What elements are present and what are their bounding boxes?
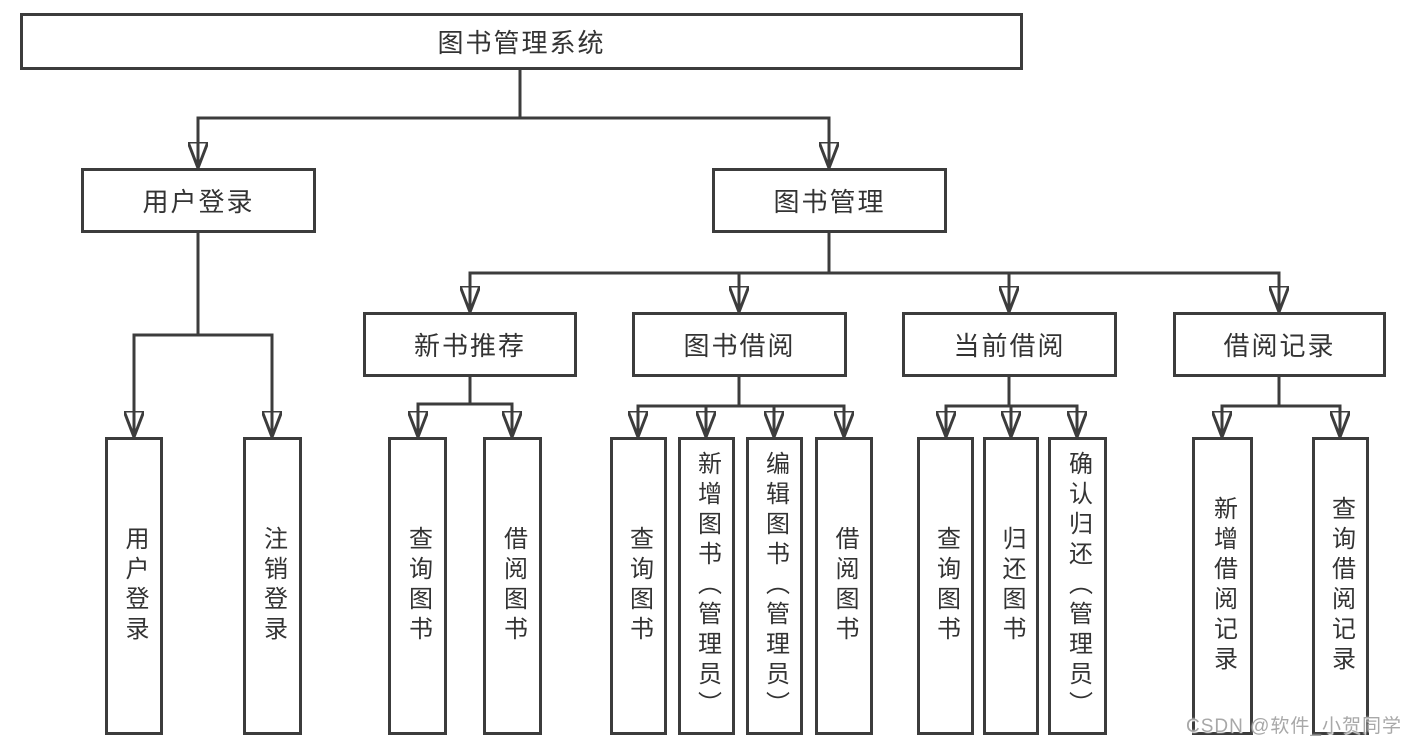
node-label: 确认归还（管理员）	[1064, 451, 1092, 721]
node-book-management: 图书管理	[712, 168, 947, 233]
node-label: 查询图书	[404, 526, 432, 646]
node-label: 查询图书	[932, 526, 960, 646]
node-label: 借阅图书	[831, 526, 858, 646]
node-user-login: 用户登录	[81, 168, 316, 233]
leaf-query-books-borrow: 查询图书	[610, 437, 667, 735]
node-book-borrow: 图书借阅	[632, 312, 847, 377]
connectors-root	[198, 68, 829, 170]
connectors-current-borrow	[946, 375, 1077, 439]
leaf-add-borrow-record: 新增借阅记录	[1192, 437, 1253, 735]
leaf-query-books-current: 查询图书	[917, 437, 974, 735]
node-borrow-records: 借阅记录	[1173, 312, 1386, 377]
connectors-book-management	[470, 231, 1279, 314]
node-label: 新增图书（管理员）	[693, 451, 721, 721]
node-label: 用户登录	[142, 187, 255, 217]
node-label: 查询图书	[625, 526, 653, 646]
leaf-edit-books-admin: 编辑图书（管理员）	[746, 437, 803, 735]
leaf-logout: 注销登录	[243, 437, 302, 735]
leaf-query-borrow-record: 查询借阅记录	[1312, 437, 1369, 735]
leaf-add-books-admin: 新增图书（管理员）	[678, 437, 735, 735]
node-label: 借阅记录	[1223, 331, 1336, 361]
node-root-library-system: 图书管理系统	[20, 13, 1023, 70]
node-label: 新增借阅记录	[1209, 496, 1237, 676]
node-current-borrow: 当前借阅	[902, 312, 1117, 377]
leaf-user-login: 用户登录	[105, 437, 163, 735]
node-label: 用户登录	[121, 526, 148, 646]
node-label: 注销登录	[259, 526, 287, 646]
node-label: 新书推荐	[413, 331, 526, 361]
connectors-borrow-records	[1222, 375, 1340, 439]
node-label: 归还图书	[998, 526, 1025, 646]
node-label: 借阅图书	[499, 526, 527, 646]
node-label: 当前借阅	[953, 331, 1066, 361]
node-label: 图书管理系统	[437, 28, 606, 58]
node-label: 图书借阅	[683, 331, 796, 361]
leaf-borrow-books: 借阅图书	[815, 437, 873, 735]
connectors-new-book-recommend	[418, 375, 512, 439]
connectors-user-login	[134, 231, 272, 439]
watermark: CSDN @软件_小贺同学	[1186, 716, 1402, 737]
leaf-confirm-return-admin: 确认归还（管理员）	[1048, 437, 1107, 735]
node-new-book-recommend: 新书推荐	[363, 312, 577, 377]
node-label: 图书管理	[773, 187, 886, 217]
leaf-return-books: 归还图书	[983, 437, 1039, 735]
node-label: 编辑图书（管理员）	[761, 451, 789, 721]
leaf-borrow-books-recommend: 借阅图书	[483, 437, 542, 735]
node-label: 查询借阅记录	[1327, 496, 1355, 676]
connectors-book-borrow	[638, 375, 844, 439]
leaf-query-books-recommend: 查询图书	[388, 437, 447, 735]
